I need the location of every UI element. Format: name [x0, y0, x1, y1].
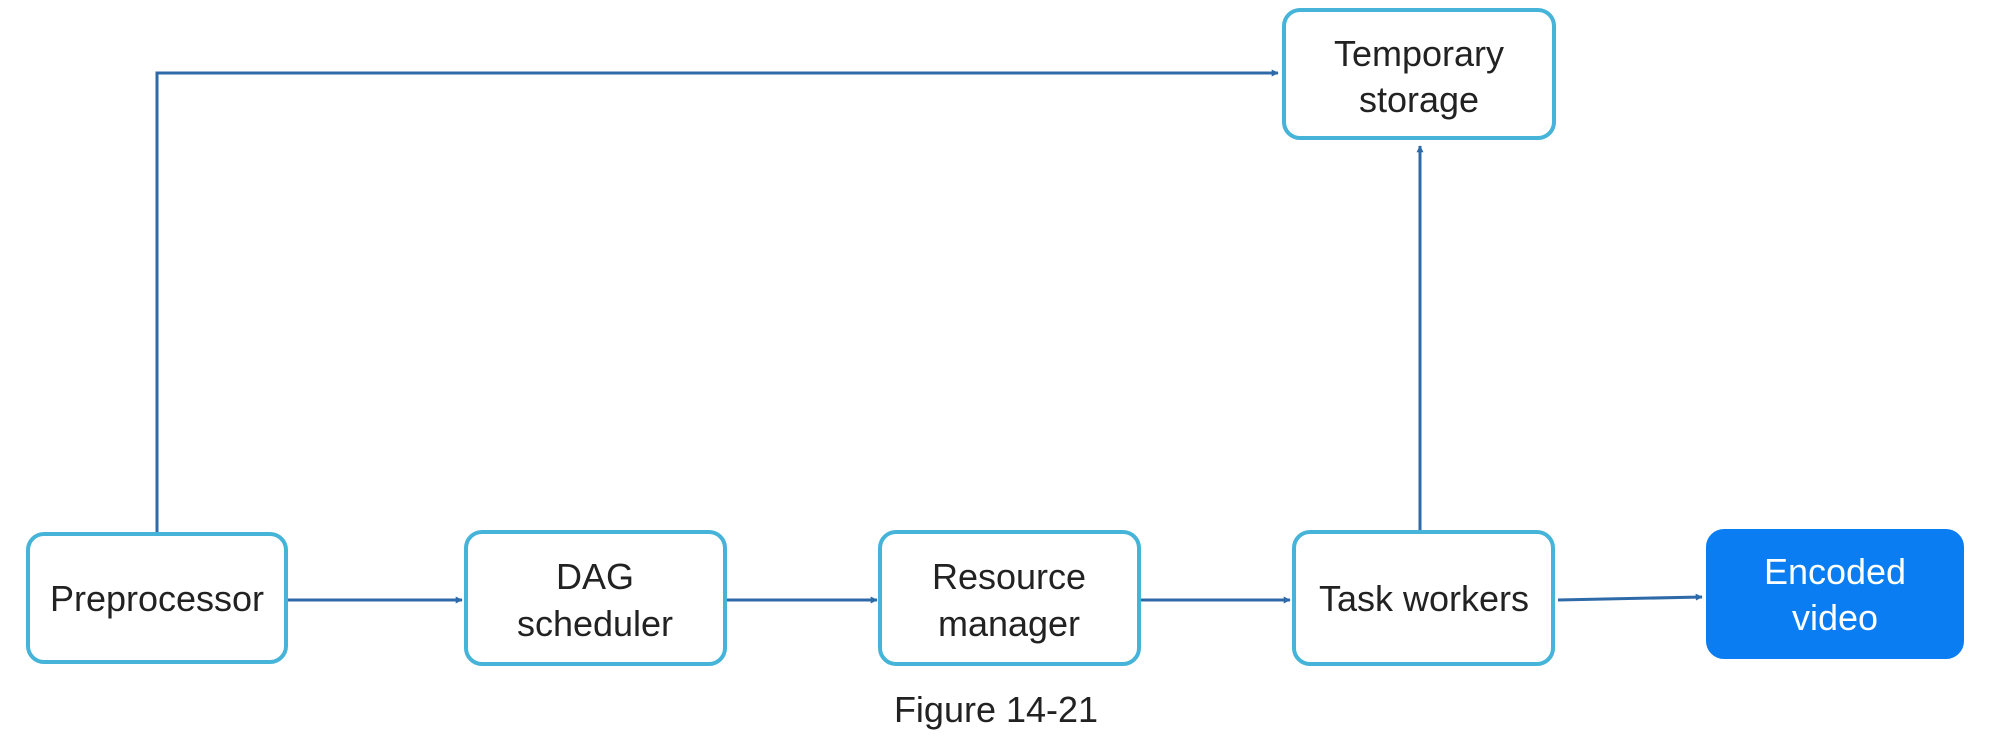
node-temporary-storage: Temporary storage: [1282, 8, 1556, 140]
node-dag-scheduler-line-2: scheduler: [517, 603, 673, 644]
node-temporary-storage-line-2: storage: [1359, 79, 1479, 120]
edge-preprocessor-to-temporary-storage: [155, 69, 1279, 534]
node-dag-scheduler-line-1: DAG: [556, 556, 634, 597]
node-temporary-storage-line-1: Temporary: [1334, 33, 1504, 74]
edges: [155, 69, 1703, 604]
edge-task-workers-to-encoded-video: [1557, 593, 1703, 602]
figure-caption: Figure 14-21: [894, 689, 1098, 730]
node-resource-manager-line-2: manager: [938, 603, 1080, 644]
node-dag-scheduler: DAG scheduler: [464, 530, 727, 666]
node-encoded-video: Encoded video: [1706, 529, 1964, 659]
node-encoded-video-line-1: Encoded: [1764, 551, 1906, 592]
node-preprocessor-label: Preprocessor: [50, 578, 264, 619]
node-preprocessor: Preprocessor: [26, 532, 288, 664]
node-resource-manager: Resource manager: [878, 530, 1141, 666]
node-resource-manager-line-1: Resource: [932, 556, 1086, 597]
node-task-workers: Task workers: [1292, 530, 1555, 666]
node-encoded-video-line-2: video: [1792, 597, 1878, 638]
node-task-workers-label: Task workers: [1319, 578, 1529, 619]
